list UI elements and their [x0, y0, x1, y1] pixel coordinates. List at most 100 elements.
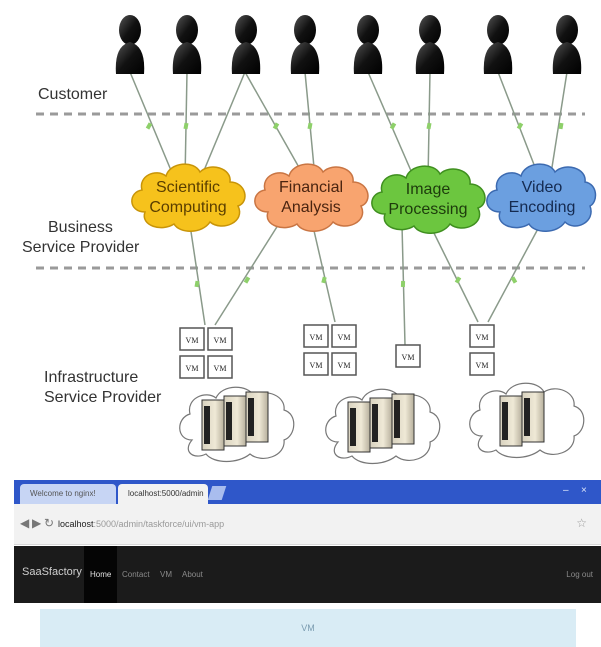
vm-label: VM: [186, 364, 199, 373]
server-icon: [521, 391, 545, 443]
vm-box: [179, 355, 205, 379]
vm-box: [207, 355, 233, 379]
user-icon: [231, 15, 261, 74]
link-marker: [516, 122, 524, 130]
business-layer-label: Business: [48, 219, 113, 236]
link-marker: [400, 280, 406, 288]
back-arrow-icon[interactable]: ◀: [20, 516, 30, 530]
link-marker: [510, 276, 518, 284]
url-field[interactable]: localhost:5000/admin/taskforce/ui/vm-app: [58, 514, 578, 534]
cloud-label-line1: Scientific: [156, 179, 220, 196]
cloud-shape: [486, 163, 597, 232]
nav-item-about[interactable]: About: [182, 570, 203, 579]
logout-link[interactable]: Log out: [566, 570, 593, 579]
reload-icon[interactable]: ↻: [44, 516, 55, 530]
vm-box: [469, 352, 495, 376]
vm-label: VM: [338, 333, 351, 342]
browser-tab-bar: Welcome to nginx! localhost:5000/admin –…: [14, 480, 601, 504]
link-financial-vm1: [214, 221, 281, 326]
customer-users: [115, 15, 582, 74]
nav-item-home[interactable]: Home: [84, 546, 118, 603]
navbar-brand[interactable]: SaaSfactory: [22, 566, 82, 578]
user-icon: [290, 15, 320, 74]
url-path: :5000/admin/taskforce/ui/vm-app: [93, 519, 225, 529]
address-bar: ◀ ▶ ↻ localhost:5000/admin/taskforce/ui/…: [14, 504, 601, 545]
user-icon: [172, 15, 202, 74]
link-marker: [389, 122, 397, 130]
server-icon: [369, 397, 393, 449]
customer-layer-label: Customer: [38, 86, 108, 103]
vm-label: VM: [476, 333, 489, 342]
vm-box: [179, 327, 205, 351]
vm-group-1: VM VM VM VM: [179, 327, 233, 379]
server-icon: [391, 393, 415, 445]
service-vm-links: [189, 221, 541, 346]
nav-item-contact[interactable]: Contact: [122, 570, 150, 579]
vm-label: VM: [476, 361, 489, 370]
vm-label: VM: [310, 361, 323, 370]
link-marker: [321, 276, 327, 284]
vm-label: VM: [214, 364, 227, 373]
forward-arrow-icon[interactable]: ▶: [32, 516, 42, 530]
server-cluster-1: [179, 386, 295, 463]
new-tab-button[interactable]: [207, 486, 227, 500]
business-layer-label-line2: Service Provider: [22, 239, 140, 256]
vm-label: VM: [214, 336, 227, 345]
link-scientific-vm: [189, 224, 206, 326]
user-icon: [415, 15, 445, 74]
link-user1-scientific: [129, 71, 176, 181]
close-icon[interactable]: ×: [581, 485, 587, 496]
infra-layer-label: Infrastructure: [44, 369, 138, 386]
cloud-image-processing: Image Processing: [371, 165, 486, 234]
cloud-label-line2: Analysis: [281, 199, 341, 216]
user-icon: [115, 15, 145, 74]
service-link-markers: [194, 276, 518, 288]
server-cluster-3: [469, 382, 585, 459]
link-marker: [272, 122, 280, 130]
browser-tab-admin[interactable]: localhost:5000/admin: [118, 484, 208, 504]
url-host: localhost: [58, 519, 94, 529]
vm-box: [303, 352, 329, 376]
cloud-label-line2: Encoding: [509, 199, 576, 216]
browser-window: Welcome to nginx! localhost:5000/admin –…: [14, 480, 601, 647]
link-marker: [307, 122, 313, 130]
link-image-vm2: [429, 224, 479, 323]
user-icon: [552, 15, 582, 74]
server-cluster-2: [325, 388, 441, 465]
server-icon: [499, 395, 523, 447]
vm-label: VM: [186, 336, 199, 345]
vm-box: [331, 324, 357, 348]
minimize-icon[interactable]: –: [563, 485, 569, 496]
vm-box: [303, 324, 329, 348]
user-service-links: [129, 71, 568, 181]
vm-group-2: VM VM VM VM: [303, 324, 357, 376]
server-clusters: [179, 382, 585, 465]
cloud-video-encoding: Video Encoding: [486, 163, 597, 232]
cloud-label-line1: Video: [522, 179, 563, 196]
server-icon: [347, 401, 371, 453]
cloud-shape: [371, 165, 486, 234]
vm-label: VM: [310, 333, 323, 342]
cloud-financial-analysis: Financial Analysis: [254, 163, 369, 232]
link-user8-video: [549, 71, 568, 181]
vm-group-3: VM: [395, 344, 421, 368]
infra-layer-label-line2: Service Provider: [44, 389, 162, 406]
browser-tab-nginx[interactable]: Welcome to nginx!: [20, 484, 116, 504]
vm-box: [331, 352, 357, 376]
link-video-vm: [487, 224, 541, 323]
cloud-shape: [254, 163, 369, 232]
cloud-scientific-computing: Scientific Computing: [131, 163, 246, 232]
link-marker: [454, 276, 462, 284]
bookmark-star-icon[interactable]: ☆: [576, 516, 587, 530]
user-link-markers: [145, 122, 564, 130]
nav-item-vm[interactable]: VM: [160, 570, 172, 579]
server-icon: [245, 391, 269, 443]
service-clouds: Scientific Computing Financial Analysis …: [131, 163, 597, 234]
cloud-label-line1: Image: [406, 181, 451, 198]
vm-box: [469, 324, 495, 348]
vm-box: [207, 327, 233, 351]
link-user3-extra: [199, 71, 246, 181]
cloud-label-line1: Financial: [279, 179, 343, 196]
link-marker: [426, 122, 432, 130]
link-marker: [183, 122, 189, 130]
